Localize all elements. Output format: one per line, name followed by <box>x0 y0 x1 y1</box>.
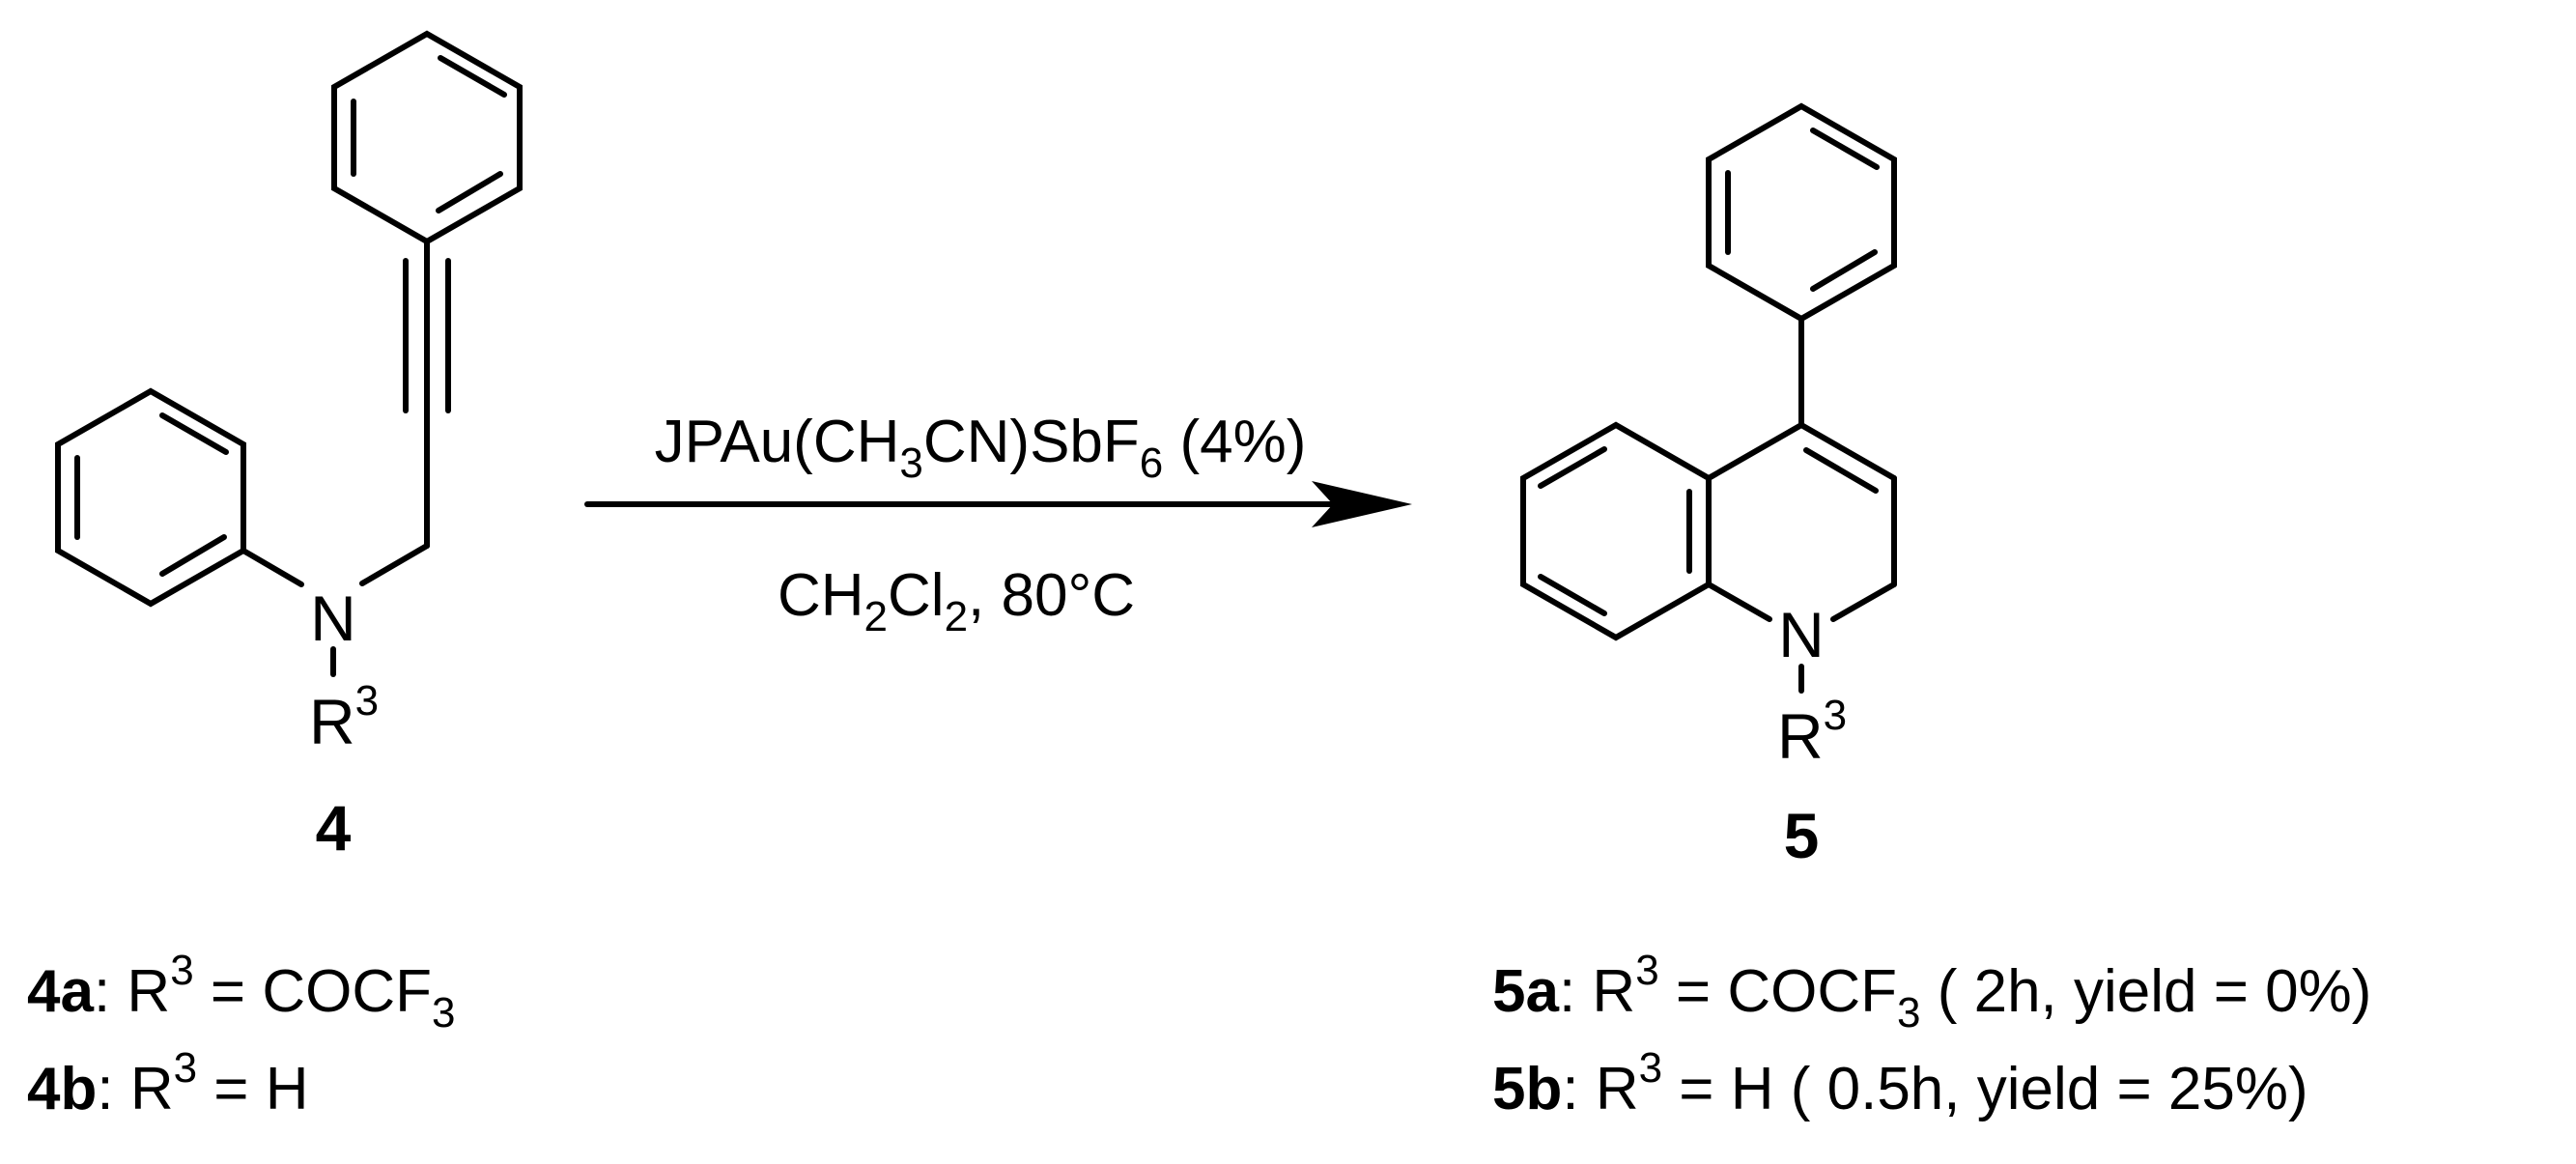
benzo-ring <box>1520 421 1712 641</box>
reactant-r3-label: R3 <box>309 677 379 757</box>
reactant-compound-number: 4 <box>316 792 352 864</box>
top-phenyl-ring <box>331 30 523 245</box>
reactant-nitrogen-atom: N <box>310 582 356 654</box>
product-compound-number: 5 <box>1784 800 1820 871</box>
reaction-arrow <box>584 481 1412 527</box>
ch2-n-bond <box>359 543 430 586</box>
variant-5b: 5b: R3 = H ( 0.5h, yield = 25%) <box>1492 1044 2308 1122</box>
alkyne-triple-bond <box>403 239 451 433</box>
product-nitrogen-atom: N <box>1778 599 1825 670</box>
dihydropyridine-ring <box>1706 422 1897 622</box>
left-phenyl-ring <box>55 387 246 608</box>
variant-5a: 5a: R3 = COCF3 ( 2h, yield = 0%) <box>1492 947 2371 1036</box>
catalyst-label: JPAu(CH3CN)SbF6 (4%) <box>655 409 1307 487</box>
product-structure: N R3 <box>1520 102 1897 772</box>
product-variants: 5a: R3 = COCF3 ( 2h, yield = 0%) 5b: R3 … <box>1492 947 2371 1122</box>
product-r3-label: R3 <box>1777 692 1847 772</box>
solvent-temperature-label: CH2Cl2, 80°C <box>778 562 1135 640</box>
variant-4a: 4a: R3 = COCF3 <box>27 947 455 1036</box>
variant-4b: 4b: R3 = H <box>27 1044 309 1122</box>
reactant-structure: N R3 <box>55 30 523 757</box>
reactant-variants: 4a: R3 = COCF3 4b: R3 = H <box>27 947 455 1122</box>
product-phenyl-ring <box>1706 102 1897 323</box>
phenyl-n-bond <box>241 548 304 587</box>
